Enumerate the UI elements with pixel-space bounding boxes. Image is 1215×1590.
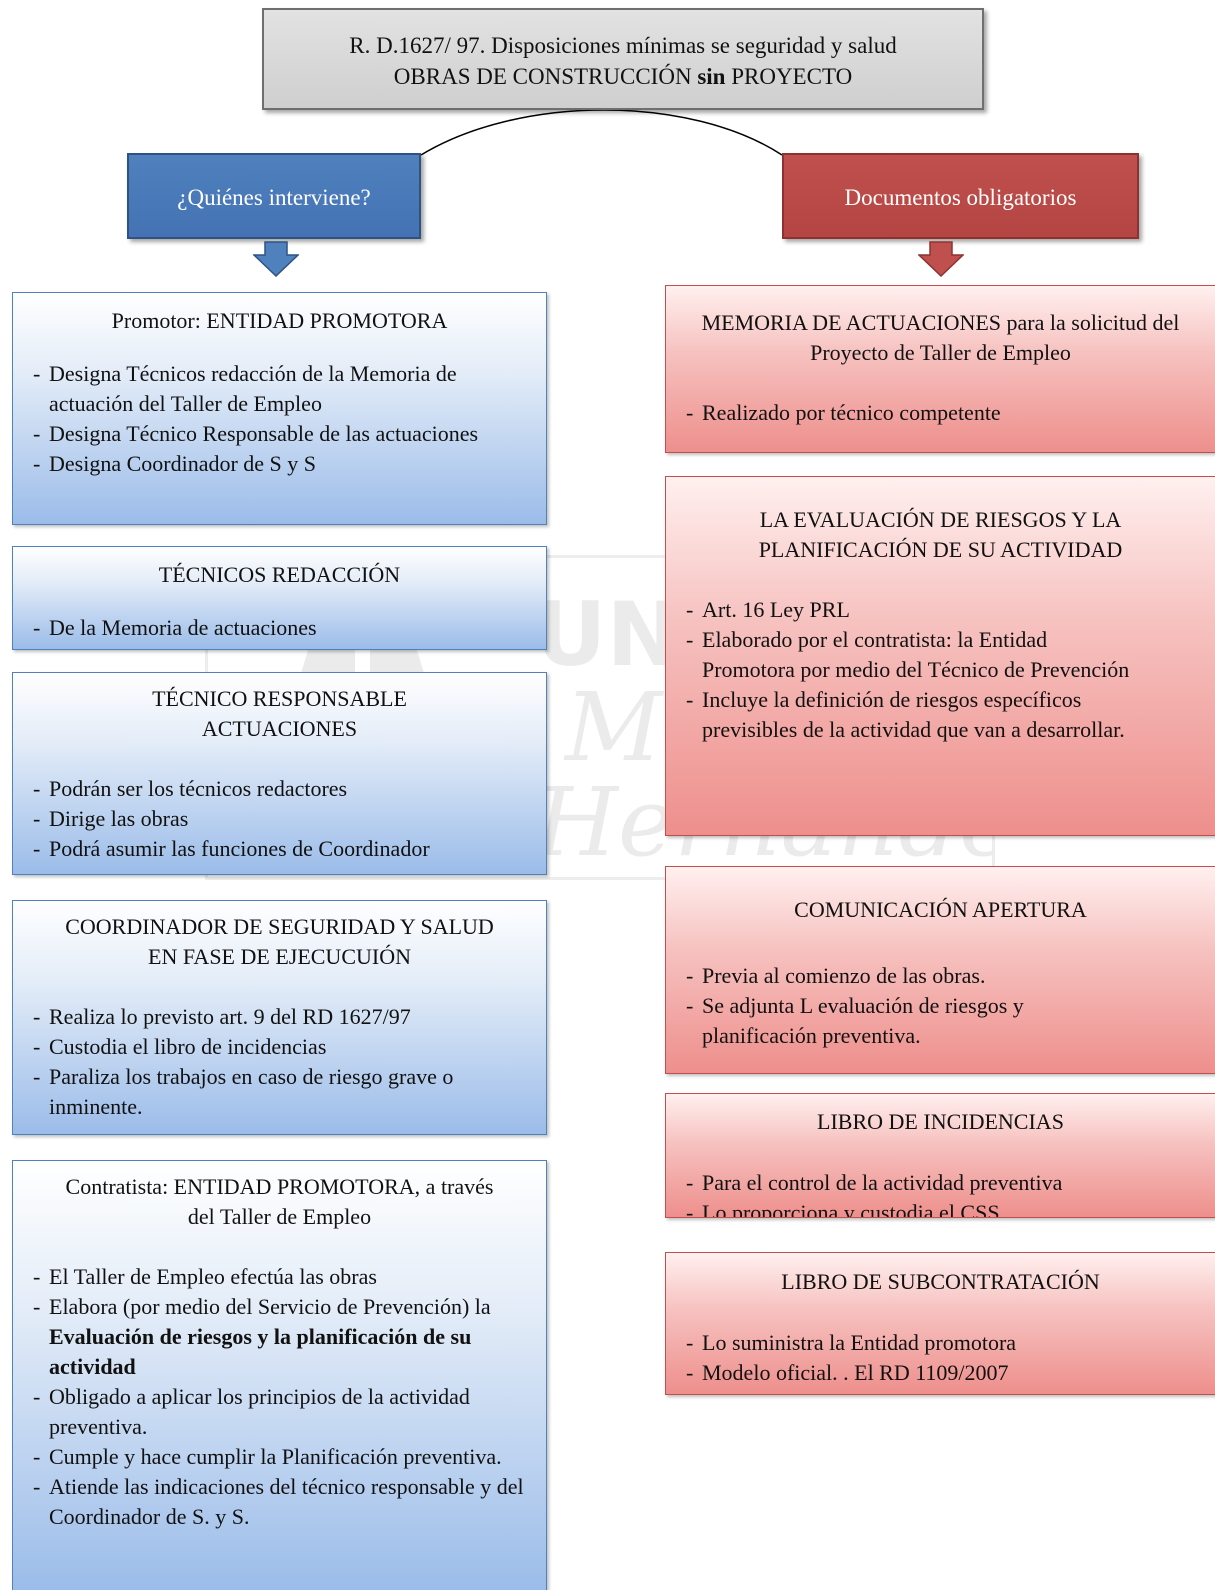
down-arrow-icon — [253, 241, 299, 277]
list-item: -Podrá asumir las funciones de Coordinad… — [33, 836, 430, 861]
action-report-box: MEMORIA DE ACTUACIONES para la solicitud… — [665, 285, 1215, 453]
risk-assessment-title: LA EVALUACIÓN DE RIESGOS Y LA PLANIFICAC… — [758, 507, 1123, 562]
diagram-title-box: R. D.1627/ 97. Disposiciones mínimas se … — [262, 8, 984, 110]
list-item: -Para el control de la actividad prevent… — [686, 1170, 1063, 1195]
list-item: -Custodia el libro de incidencias — [33, 1034, 327, 1059]
contractor-box: Contratista: ENTIDAD PROMOTORA, a través… — [12, 1160, 547, 1590]
risk-assessment-box: LA EVALUACIÓN DE RIESGOS Y LA PLANIFICAC… — [665, 476, 1215, 836]
list-item: -Designa Técnicos redacción de la Memori… — [33, 361, 457, 416]
drafting-technicians-title: TÉCNICOS REDACCIÓN — [158, 562, 401, 587]
subcontracting-book-box: LIBRO DE SUBCONTRATACIÓN -Lo suministra … — [665, 1252, 1215, 1395]
action-report-title: MEMORIA DE ACTUACIONES para la solicitud… — [701, 310, 1180, 365]
list-item: -Incluye la definición de riesgos especí… — [686, 687, 1125, 742]
list-item: -Lo proporciona y custodia el CSS — [686, 1200, 1000, 1218]
list-item: -Atiende las indicaciones del técnico re… — [33, 1474, 524, 1529]
title-line-2-start: OBRAS DE CONSTRUCCIÓN — [393, 64, 698, 89]
list-item: -Art. 16 Ley PRL — [686, 597, 850, 622]
list-item: -De la Memoria de actuaciones — [33, 615, 317, 640]
list-item: -Designa Técnico Responsable de las actu… — [33, 421, 479, 446]
down-arrow-icon — [918, 241, 964, 277]
list-item: -Lo suministra la Entidad promotora — [686, 1330, 1017, 1355]
title-line-2-bold: sin — [697, 64, 726, 89]
list-item: -Elaborado por el contratista: la Entida… — [686, 627, 1130, 682]
incidents-book-box: LIBRO DE INCIDENCIAS -Para el control de… — [665, 1093, 1215, 1218]
list-item: -Obligado a aplicar los principios de la… — [33, 1384, 470, 1439]
list-item: -Paraliza los trabajos en caso de riesgo… — [33, 1064, 454, 1119]
safety-coordinator-box: COORDINADOR DE SEGURIDAD Y SALUD EN FASE… — [12, 900, 547, 1135]
list-item: -Se adjunta L evaluación de riesgos y pl… — [686, 993, 1024, 1048]
opening-notice-title: COMUNICACIÓN APERTURA — [794, 897, 1087, 922]
promoter-box: Promotor: ENTIDAD PROMOTORA -Designa Téc… — [12, 292, 547, 525]
drafting-technicians-box: TÉCNICOS REDACCIÓN -De la Memoria de act… — [12, 546, 547, 650]
title-line-2: OBRAS DE CONSTRUCCIÓN sin PROYECTO — [264, 61, 982, 92]
contractor-title: Contratista: ENTIDAD PROMOTORA, a través… — [65, 1174, 494, 1229]
mandatory-documents-header: Documentos obligatorios — [782, 153, 1139, 239]
list-item: -Cumple y hace cumplir la Planificación … — [33, 1444, 502, 1469]
list-item: -Dirige las obras — [33, 806, 189, 831]
list-item: -El Taller de Empleo efectúa las obras — [33, 1264, 377, 1289]
responsible-technician-title: TÉCNICO RESPONSABLE ACTUACIONES — [152, 686, 407, 741]
promoter-title: Promotor: ENTIDAD PROMOTORA — [111, 308, 448, 333]
title-line-1: R. D.1627/ 97. Disposiciones mínimas se … — [349, 33, 897, 58]
safety-coordinator-title: COORDINADOR DE SEGURIDAD Y SALUD EN FASE… — [65, 914, 494, 969]
list-item: -Realizado por técnico competente — [686, 400, 1001, 425]
list-item: -Podrán ser los técnicos redactores — [33, 776, 348, 801]
incidents-book-title: LIBRO DE INCIDENCIAS — [817, 1109, 1064, 1134]
list-item: -Modelo oficial. . El RD 1109/2007 — [686, 1360, 1009, 1385]
who-intervenes-header: ¿Quiénes interviene? — [127, 153, 421, 239]
list-item: -Realiza lo previsto art. 9 del RD 1627/… — [33, 1004, 411, 1029]
list-item: -Previa al comienzo de las obras. — [686, 963, 986, 988]
list-item: -Designa Coordinador de S y S — [33, 451, 317, 476]
opening-notice-box: COMUNICACIÓN APERTURA -Previa al comienz… — [665, 866, 1215, 1074]
title-line-2-end: PROYECTO — [725, 64, 853, 89]
subcontracting-book-title: LIBRO DE SUBCONTRATACIÓN — [781, 1269, 1100, 1294]
responsible-technician-box: TÉCNICO RESPONSABLE ACTUACIONES -Podrán … — [12, 672, 547, 875]
list-item: -Elabora (por medio del Servicio de Prev… — [33, 1294, 491, 1379]
